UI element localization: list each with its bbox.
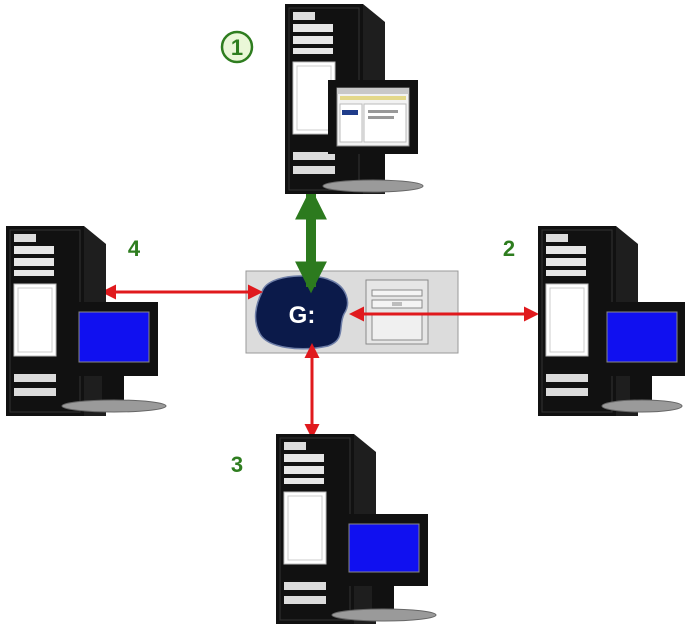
monitor-icon [331,514,437,622]
monitor-icon [598,302,685,413]
label-1: 1 [231,35,243,60]
computer-top: 1 [220,3,424,195]
server-panel-icon [365,279,429,345]
drive-label: G: [289,302,316,329]
label-4: 4 [128,236,141,261]
label-3: 3 [231,452,243,477]
network-drive-icon: G: [254,275,349,350]
computer-right: 2 [503,225,685,417]
label-1-badge: 1 [220,30,254,64]
computer-left: 4 [5,225,167,417]
monitor-icon [322,80,424,193]
computer-bottom: 3 [231,433,437,625]
arrows [101,187,539,439]
label-2: 2 [503,236,515,261]
